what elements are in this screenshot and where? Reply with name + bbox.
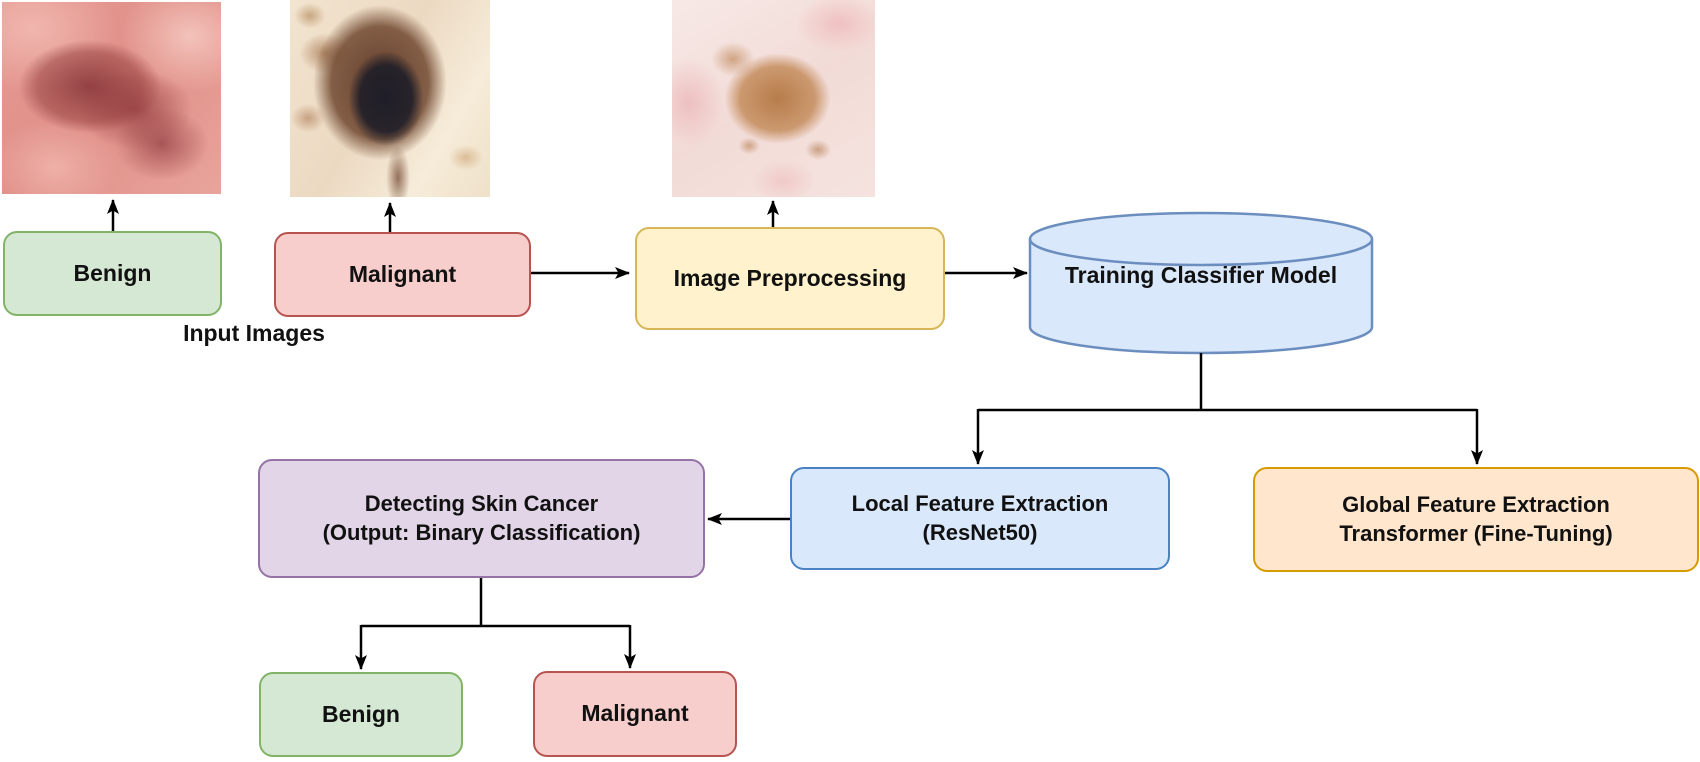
node-label: Image Preprocessing <box>673 264 907 291</box>
node-global-feature-extraction: Global Feature Extraction Transformer (F… <box>1253 467 1699 572</box>
node-label-line1: Global Feature Extraction <box>1342 491 1610 517</box>
node-training-classifier-label: Training Classifier Model <box>1064 262 1338 288</box>
node-detecting-skin-cancer: Detecting Skin Cancer (Output: Binary Cl… <box>258 459 705 578</box>
node-benign-input: Benign <box>3 231 222 316</box>
node-label: Malignant <box>348 260 457 287</box>
node-label: Malignant <box>581 700 689 727</box>
node-label: Benign <box>322 700 400 727</box>
node-label-line1: Detecting Skin Cancer <box>364 490 599 516</box>
node-label-line2: (ResNet50) <box>922 519 1038 545</box>
node-label-line2: (Output: Binary Classification) <box>322 519 641 545</box>
preprocessed-sample-image <box>672 0 875 197</box>
node-label: Benign <box>73 259 152 286</box>
node-malignant-output: Malignant <box>533 671 737 757</box>
node-label-line2: Transformer (Fine-Tuning) <box>1339 520 1613 546</box>
node-image-preprocessing: Image Preprocessing <box>635 227 945 330</box>
node-benign-output: Benign <box>259 672 463 757</box>
malignant-sample-image <box>290 0 490 197</box>
node-label-line1: Local Feature Extraction <box>851 490 1109 516</box>
input-images-caption: Input Images <box>183 320 325 346</box>
node-malignant-input: Malignant <box>274 232 531 317</box>
node-local-feature-extraction: Local Feature Extraction (ResNet50) <box>790 467 1170 570</box>
benign-sample-image <box>2 2 221 194</box>
